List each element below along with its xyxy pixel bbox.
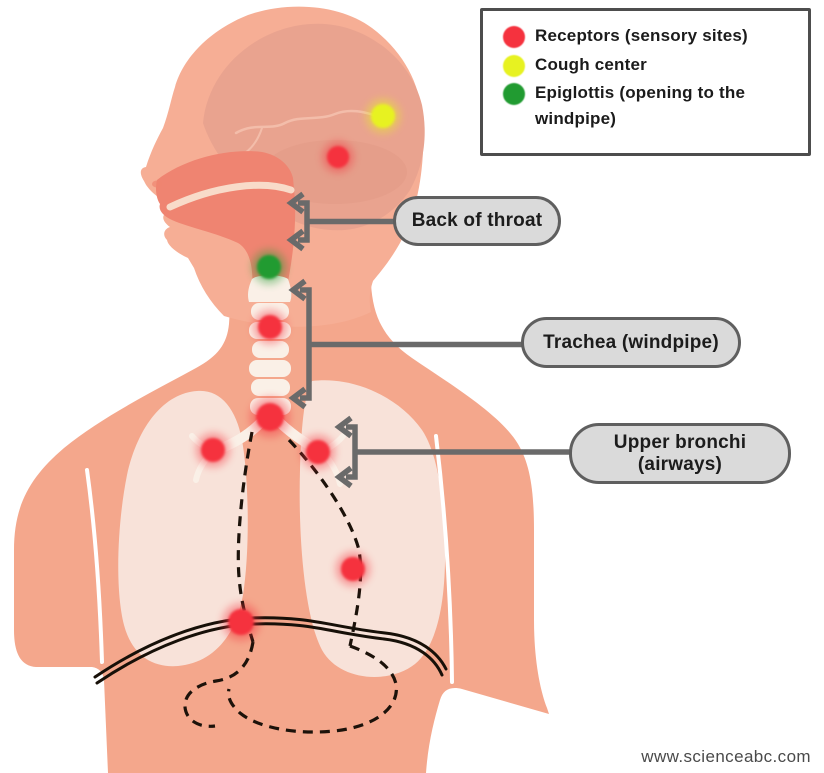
receptor-marker-brain-stem <box>322 141 354 173</box>
legend-box: Receptors (sensory sites) Cough center E… <box>480 8 811 156</box>
right-arm-separator <box>434 434 454 684</box>
epiglottis-dot-icon <box>503 83 525 105</box>
arrow-down-icon <box>288 386 307 410</box>
arrow-down-icon <box>334 465 353 489</box>
legend-item-epiglottis: Epiglottis (opening to the windpipe) <box>503 80 800 131</box>
epiglottis-marker-epiglottis <box>251 249 287 285</box>
diaphragm-line <box>93 616 448 685</box>
callout-trachea: Trachea (windpipe) <box>521 317 741 368</box>
brain-fissure-line <box>234 109 379 135</box>
brain-lower-lobe <box>263 140 407 204</box>
connector-upper-bronchi <box>334 415 570 489</box>
callout-upper-bronchi: Upper bronchi (airways) <box>569 423 791 484</box>
legend-item-cough-center: Cough center <box>503 52 800 78</box>
nostril <box>152 180 162 188</box>
receptor-marker-carina <box>249 396 291 438</box>
legend-label: Receptors (sensory sites) <box>535 26 748 45</box>
receptor-marker-right-lower-lung <box>335 551 371 587</box>
receptor-marker-left-bronchus <box>195 432 231 468</box>
legend-label: Epiglottis (opening to the windpipe) <box>535 83 746 128</box>
legend-item-receptors: Receptors (sensory sites) <box>503 23 800 49</box>
arrow-up-icon <box>334 415 353 439</box>
arrow-down-icon <box>286 228 305 252</box>
cough-center-marker-cough-center <box>365 98 401 134</box>
arrow-up-icon <box>288 278 307 302</box>
arrow-up-icon <box>286 191 305 215</box>
left-arm-separator <box>85 468 104 664</box>
callout-back-of-throat: Back of throat <box>393 196 561 246</box>
receptor-marker-diaphragm <box>222 603 260 641</box>
palate-band <box>166 181 295 211</box>
legend-label: Cough center <box>535 54 647 74</box>
receptor-marker-upper-trachea <box>252 309 288 345</box>
marker-layer <box>195 98 401 641</box>
connector-trachea <box>288 278 522 410</box>
watermark: www.scienceabc.com <box>641 747 811 766</box>
larynx <box>248 275 292 302</box>
receptor-marker-right-bronchus <box>300 434 336 470</box>
cough-center-dot-icon <box>503 54 525 77</box>
receptor-dot-icon <box>503 26 525 48</box>
connector-back-of-throat <box>286 191 394 252</box>
